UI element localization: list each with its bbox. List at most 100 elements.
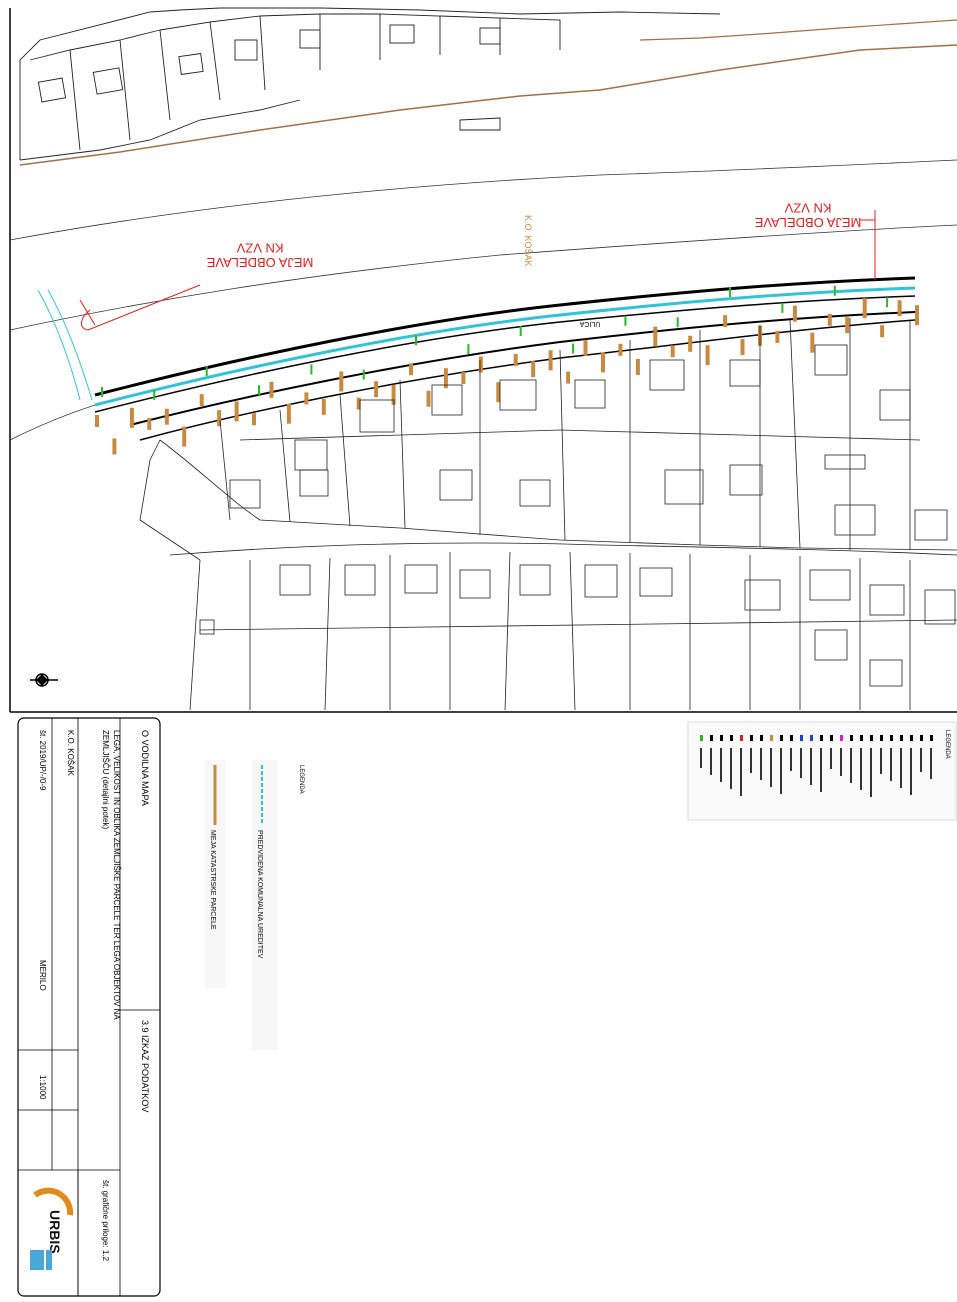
survey-marker (781, 302, 784, 313)
legend-symbol (760, 735, 763, 741)
legend-symbol (700, 735, 703, 741)
legend-symbol (730, 735, 733, 741)
parcel-marker (915, 305, 919, 326)
parcel-marker (409, 363, 413, 376)
title-description-line2: ZEMLJIŠČU (detajlni potek) (101, 730, 110, 829)
legend-symbol (720, 735, 723, 741)
legend-symbol (800, 735, 803, 741)
legend-symbol (750, 735, 753, 741)
survey-markers (101, 285, 889, 400)
parcel-marker (845, 317, 850, 334)
survey-marker (886, 297, 889, 308)
parcel-marker (443, 368, 448, 389)
stream (37, 289, 93, 401)
legend-symbol-label (810, 748, 812, 785)
parcel-marker (217, 410, 222, 427)
title-number: št. 2019/UP/-/0-9 (38, 730, 47, 791)
urbis-logo: URBIS (30, 1187, 74, 1270)
parcel-marker (723, 315, 728, 328)
parcel-marker (618, 343, 623, 356)
cadastral-municipality-label: K.O. KOŠAK (523, 215, 533, 267)
parcel-marker (461, 372, 466, 385)
legend-symbol (820, 735, 823, 741)
lower-parcels (139, 318, 957, 711)
boundary-label-right: MEJA OBDELAVEKN VZV (754, 201, 861, 230)
legend-symbol-label (840, 748, 842, 776)
parcel-marker (356, 397, 361, 410)
legend-symbol (740, 735, 743, 741)
parcel-marker (897, 300, 902, 317)
parcel-marker (670, 345, 675, 358)
parcel-marker (601, 352, 605, 373)
symbol-legend-panel: LEGENDA (687, 721, 957, 821)
legend-symbol (890, 735, 893, 741)
title-project-section: 3.9 IZKAZ PODATKOV (140, 1020, 150, 1112)
parcel-marker (880, 325, 885, 338)
survey-marker (258, 385, 260, 396)
parcel-marker (775, 330, 780, 343)
survey-marker (729, 287, 732, 298)
legend-symbol (920, 735, 923, 741)
survey-marker (205, 366, 208, 377)
legend-symbol (710, 735, 713, 741)
parcel-marker (199, 394, 204, 407)
parcel-marker (286, 403, 291, 424)
parcel-marker (740, 339, 745, 356)
legend-symbol-label (760, 748, 762, 780)
legend-title: LEGENDA (298, 765, 304, 794)
legend-symbol-label (740, 748, 742, 796)
legend-symbol-label (890, 748, 892, 781)
legend-label-utility: PREDVIDENA KOMUNALNA UREDITEV (256, 830, 263, 959)
survey-marker (676, 317, 679, 328)
legend-symbol (770, 735, 773, 741)
legend-symbol (830, 735, 833, 741)
boundary-label-left: MEJA OBDELAVEKN VZV (206, 241, 313, 270)
parcel-marker (688, 335, 693, 352)
legend-symbol (790, 735, 793, 741)
legend-symbol (910, 735, 913, 741)
boundary-markers (79, 210, 876, 331)
main-legend: LEGENDA PREDVIDENA KOMUNALNA UREDITEV ME… (205, 760, 304, 1050)
survey-marker (362, 369, 365, 380)
legend-symbol-label (830, 748, 832, 769)
street-label: ULICA (579, 320, 600, 327)
parcel-marker (792, 305, 797, 322)
legend-symbol (930, 735, 933, 741)
logo-text: URBIS (47, 1210, 63, 1254)
legend-symbol-label (800, 748, 802, 778)
legend-symbol-label (780, 748, 782, 794)
survey-marker (467, 344, 470, 355)
parcel-marker (653, 326, 658, 347)
legend-symbol-label (860, 748, 862, 790)
legend-symbol (850, 735, 853, 741)
title-scale-label: MERILO (38, 960, 47, 991)
survey-marker (833, 285, 836, 296)
upper-road-edge-2 (639, 19, 957, 41)
legend-symbol-label (920, 748, 922, 772)
parcel-marker (164, 408, 169, 425)
parcel-marker (583, 339, 588, 356)
title-description-line1: LEGA, VELIKOST IN OBLIKA ZEMLJIŠKE PARCE… (112, 730, 121, 1020)
title-project-name: O VODILNA MAPA (140, 730, 150, 806)
parcel-marker (426, 390, 431, 407)
parcel-marker (95, 415, 99, 427)
upper-road-edge (19, 44, 957, 166)
legend-symbol-label (710, 748, 712, 775)
legend-label-parcel: MEJA KATASTRSKE PARCELE (209, 830, 216, 930)
legend-symbol-label (900, 748, 902, 788)
survey-marker (101, 387, 103, 397)
parcel-marker (478, 356, 483, 373)
parcel-marker (269, 381, 274, 398)
legend-symbol-label (790, 748, 792, 771)
parcel-marker (862, 298, 867, 319)
legend-symbol-label (700, 748, 702, 768)
legend-symbol-label (850, 748, 852, 783)
top-parcels (19, 7, 721, 161)
title-scale-value: 1:1000 (38, 1075, 47, 1100)
main-street (94, 276, 916, 441)
parcel-marker (513, 354, 518, 366)
survey-marker (415, 335, 417, 346)
parcel-marker (129, 407, 134, 428)
parcel-marker (252, 413, 256, 426)
symbol-legend-title: LEGENDA (944, 730, 950, 759)
